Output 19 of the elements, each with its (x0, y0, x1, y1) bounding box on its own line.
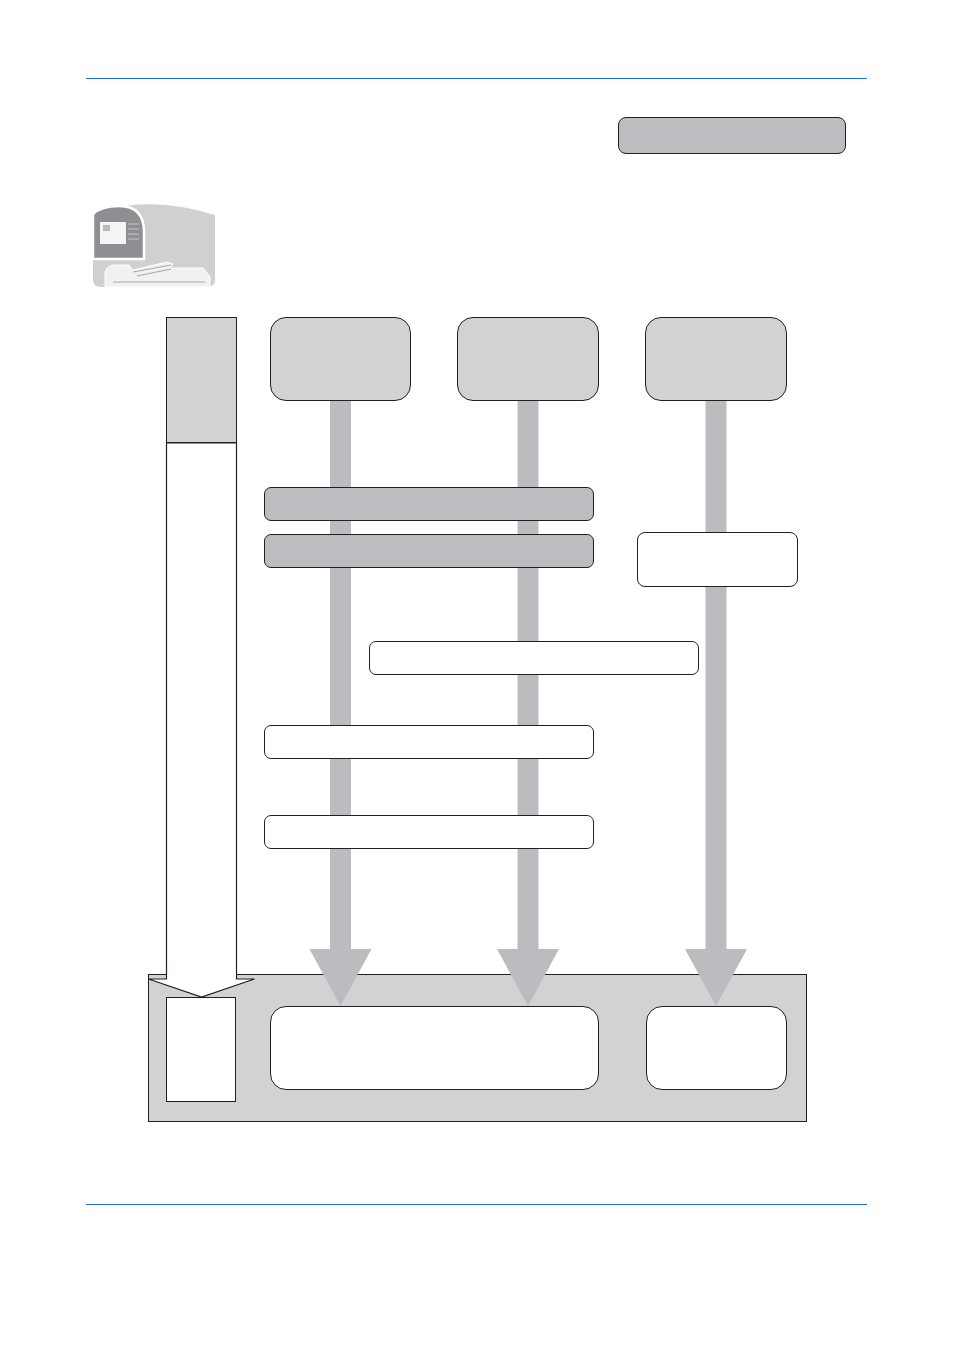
process-box (645, 317, 787, 401)
arrow (497, 401, 559, 1006)
process-box (270, 317, 411, 401)
step-box (166, 317, 237, 443)
step-bar (264, 725, 594, 759)
step-bar (369, 641, 699, 675)
panel (148, 974, 807, 1122)
block-arrow (147, 442, 256, 998)
arrow (685, 401, 747, 1006)
step-bar (264, 815, 594, 849)
label-box (618, 117, 846, 154)
step-bar (264, 487, 594, 521)
step-bar (264, 534, 594, 568)
arrow (309, 401, 372, 1006)
process-box (165, 996, 236, 1102)
process-box (457, 317, 599, 401)
process-box (645, 1005, 787, 1090)
process-box (637, 532, 798, 587)
process-box (269, 1005, 599, 1090)
